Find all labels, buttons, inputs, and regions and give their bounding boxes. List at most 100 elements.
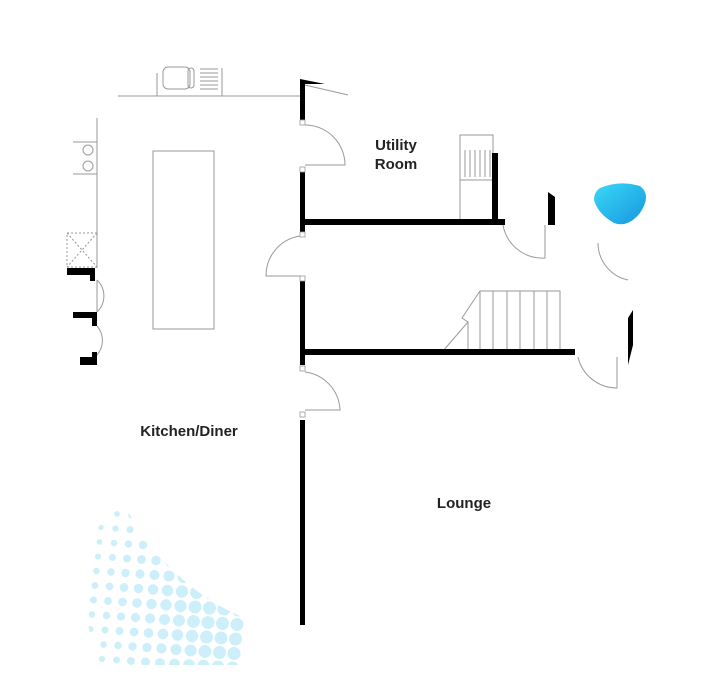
halftone-dot — [112, 525, 119, 532]
halftone-dot — [226, 515, 240, 529]
halftone-dot — [175, 585, 189, 598]
halftone-dot — [102, 611, 111, 620]
halftone-dot — [132, 598, 142, 608]
halftone-dot — [101, 626, 109, 634]
halftone-dot — [166, 541, 178, 553]
halftone-dot — [233, 589, 247, 602]
halftone-dot — [110, 539, 118, 547]
halftone-dot — [196, 528, 209, 541]
halftone-dot — [91, 582, 99, 589]
halftone-dot — [155, 658, 165, 665]
halftone-dot — [70, 670, 74, 674]
halftone-dot — [196, 674, 208, 686]
halftone-dot — [73, 625, 78, 630]
halftone-dot — [232, 603, 245, 617]
halftone-dot — [177, 571, 190, 583]
halftone-dot — [169, 658, 180, 665]
halftone-dot — [86, 640, 92, 647]
appliance-icon — [66, 232, 98, 268]
halftone-dot — [227, 647, 241, 660]
logo-blob-icon — [594, 183, 646, 225]
halftone-dot — [163, 570, 175, 582]
room-label-utility-line2: Room — [374, 156, 418, 173]
halftone-dot — [140, 526, 149, 535]
halftone-dot — [216, 617, 229, 630]
halftone-dot — [182, 674, 193, 685]
halftone-dot — [187, 615, 200, 628]
halftone-dot — [171, 629, 184, 641]
halftone-dot — [168, 527, 179, 538]
halftone-dot — [183, 659, 195, 665]
halftone-dot — [206, 572, 219, 586]
halftone-dot — [114, 511, 120, 517]
halftone-dot — [149, 569, 160, 581]
halftone-dot — [144, 613, 156, 624]
sink-icon — [156, 66, 223, 96]
halftone-dot — [116, 612, 126, 621]
decorative-dot-pattern — [70, 510, 250, 689]
halftone-dot — [170, 643, 182, 656]
halftone-dot — [223, 544, 237, 558]
halftone-dot — [180, 542, 193, 554]
halftone-dot — [225, 676, 238, 689]
halftone-dot — [225, 530, 238, 543]
halftone-dot — [198, 514, 210, 526]
halftone-dot — [118, 597, 127, 607]
halftone-dot — [173, 614, 185, 627]
halftone-dot — [229, 632, 242, 646]
halftone-dot — [198, 645, 212, 658]
halftone-dot — [203, 601, 216, 615]
halftone-dot — [124, 540, 133, 548]
halftone-dot — [219, 588, 232, 601]
halftone-dot — [197, 659, 210, 665]
halftone-dot — [84, 670, 89, 675]
halftone-dot — [156, 512, 165, 522]
halftone-dot — [142, 512, 150, 520]
stairs — [442, 290, 561, 352]
halftone-dot — [174, 599, 187, 613]
halftone-dot — [146, 598, 157, 610]
halftone-dot — [84, 524, 89, 529]
halftone-dot — [210, 529, 224, 542]
room-label-utility: Utility Room — [360, 136, 432, 174]
halftone-dot — [130, 612, 141, 623]
halftone-dot — [185, 629, 199, 643]
halftone-dot — [191, 571, 205, 585]
halftone-dot — [115, 627, 124, 635]
halftone-dot — [170, 513, 180, 523]
halftone-dot — [76, 596, 82, 602]
halftone-dot — [201, 616, 215, 629]
halftone-dot — [104, 597, 112, 605]
halftone-dot — [147, 584, 159, 595]
halftone-dot — [222, 559, 235, 572]
halftone-dot — [90, 596, 97, 604]
halftone-dot — [184, 513, 195, 525]
halftone-dot — [98, 655, 106, 663]
halftone-dot — [75, 611, 81, 617]
halftone-dot — [168, 673, 178, 683]
wall-joints — [299, 119, 306, 418]
halftone-dot — [84, 552, 87, 559]
halftone-dot — [93, 567, 100, 575]
halftone-dot — [195, 543, 207, 555]
halftone-dot — [211, 660, 225, 665]
halftone-dot — [157, 628, 169, 640]
halftone-dot — [190, 586, 203, 599]
halftone-dot — [86, 510, 90, 514]
halftone-dot — [119, 583, 129, 592]
halftone-dot — [84, 655, 91, 661]
halftone-dot — [112, 656, 121, 664]
halftone-dot — [129, 627, 139, 637]
halftone-dot — [226, 661, 239, 665]
halftone-dot — [140, 672, 149, 681]
halftone-dot — [133, 583, 144, 594]
halftone-dot — [96, 539, 103, 545]
halftone-dot — [142, 642, 152, 653]
room-label-lounge: Lounge — [436, 495, 492, 512]
halftone-dot — [114, 641, 122, 650]
halftone-dot — [230, 618, 244, 631]
halftone-dot — [98, 671, 104, 677]
halftone-dot — [107, 568, 115, 576]
halftone-dot — [213, 646, 226, 659]
fixtures — [66, 66, 629, 411]
